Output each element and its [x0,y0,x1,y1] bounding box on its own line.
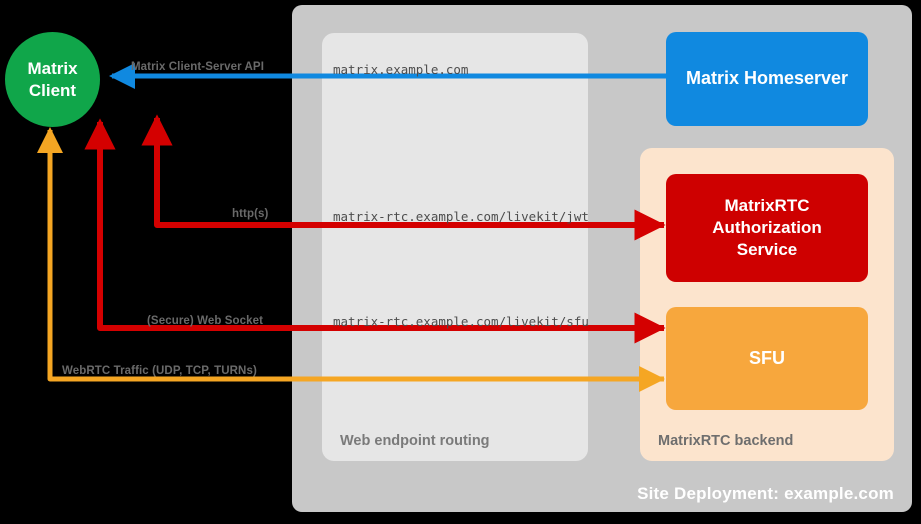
sfu-label: SFU [749,347,785,368]
edge-label-matrix-client-server-api: Matrix Client-Server API [131,61,264,73]
matrix-client-label-line1: Matrix [27,59,78,79]
edge-label-webrtc-traffic: WebRTC Traffic (UDP, TCP, TURNs) [62,365,257,377]
url-label-livekit-sfu: matrix-rtc.example.com/livekit/sfu [333,314,589,329]
matrixrtc-backend-title: MatrixRTC backend [658,433,794,449]
node-matrix-client[interactable]: Matrix Client [5,32,100,127]
matrix-homeserver-label: Matrix Homeserver [685,68,849,89]
site-deployment-title: Site Deployment: example.com [637,484,894,503]
node-matrix-homeserver[interactable]: Matrix Homeserver [666,32,868,126]
auth-service-label-line2: Authorization [712,218,822,238]
edge-label-secure-websocket: (Secure) Web Socket [147,315,264,327]
url-label-livekit-jwt: matrix-rtc.example.com/livekit/jwt [333,209,589,224]
edge-secure-websocket [84,118,664,331]
web-endpoint-routing-title: Web endpoint routing [340,433,490,449]
matrix-client-label-line2: Client [28,80,77,100]
web-endpoint-routing-container: Web endpoint routing [322,33,588,461]
url-label-matrix-example-com: matrix.example.com [333,62,469,77]
node-matrixrtc-authorization-service[interactable]: MatrixRTC Authorization Service [666,174,868,282]
edge-webrtc-traffic [37,126,664,382]
node-sfu[interactable]: SFU [666,307,868,410]
auth-service-label-line1: MatrixRTC [724,196,810,216]
edge-http-jwt [141,114,664,228]
edge-label-https: http(s) [232,208,269,220]
auth-service-label-line3: Service [736,239,798,259]
